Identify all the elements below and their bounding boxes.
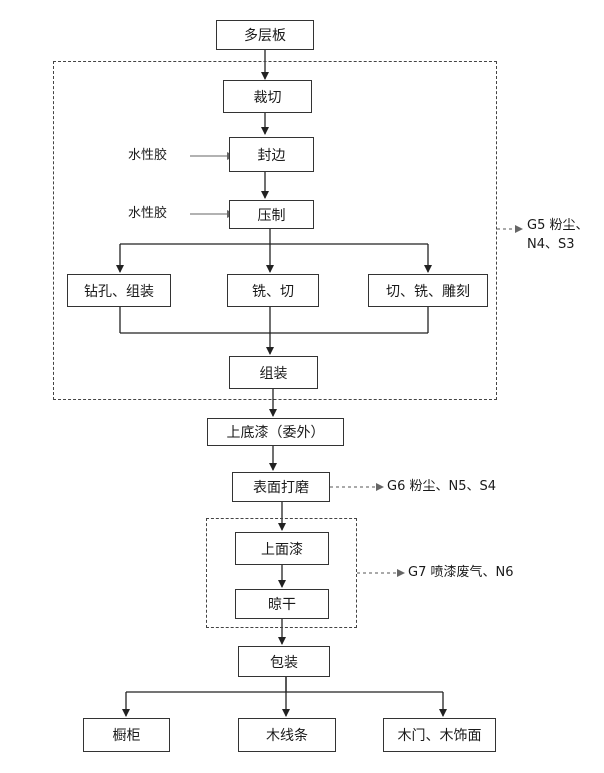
- input-glue-press: 水性胶: [128, 206, 168, 221]
- emission-g6: G6 粉尘、N5、S4: [387, 479, 496, 494]
- node-edge-banding: 封边: [229, 137, 314, 172]
- node-wood-trim: 木线条: [238, 718, 336, 752]
- node-sanding: 表面打磨: [232, 472, 330, 502]
- node-drill-assemble: 钻孔、组装: [67, 274, 171, 307]
- node-mill-cut: 铣、切: [227, 274, 319, 307]
- node-wood-door: 木门、木饰面: [383, 718, 496, 752]
- node-primer: 上底漆（委外）: [207, 418, 344, 446]
- emission-g7: G7 喷漆废气、N6: [408, 565, 514, 580]
- node-cabinet: 橱柜: [83, 718, 170, 752]
- node-cutting: 裁切: [223, 80, 312, 113]
- node-cut-mill-carve: 切、铣、雕刻: [368, 274, 488, 307]
- node-plywood: 多层板: [216, 20, 314, 50]
- node-packaging: 包装: [238, 646, 330, 677]
- node-topcoat: 上面漆: [235, 532, 329, 565]
- node-pressing: 压制: [229, 200, 314, 229]
- input-glue-edge: 水性胶: [128, 148, 168, 163]
- emission-g5-line2: N4、S3: [527, 237, 575, 252]
- node-drying: 晾干: [235, 589, 329, 619]
- emission-g5-line1: G5 粉尘、: [527, 218, 589, 233]
- node-assemble: 组装: [229, 356, 318, 389]
